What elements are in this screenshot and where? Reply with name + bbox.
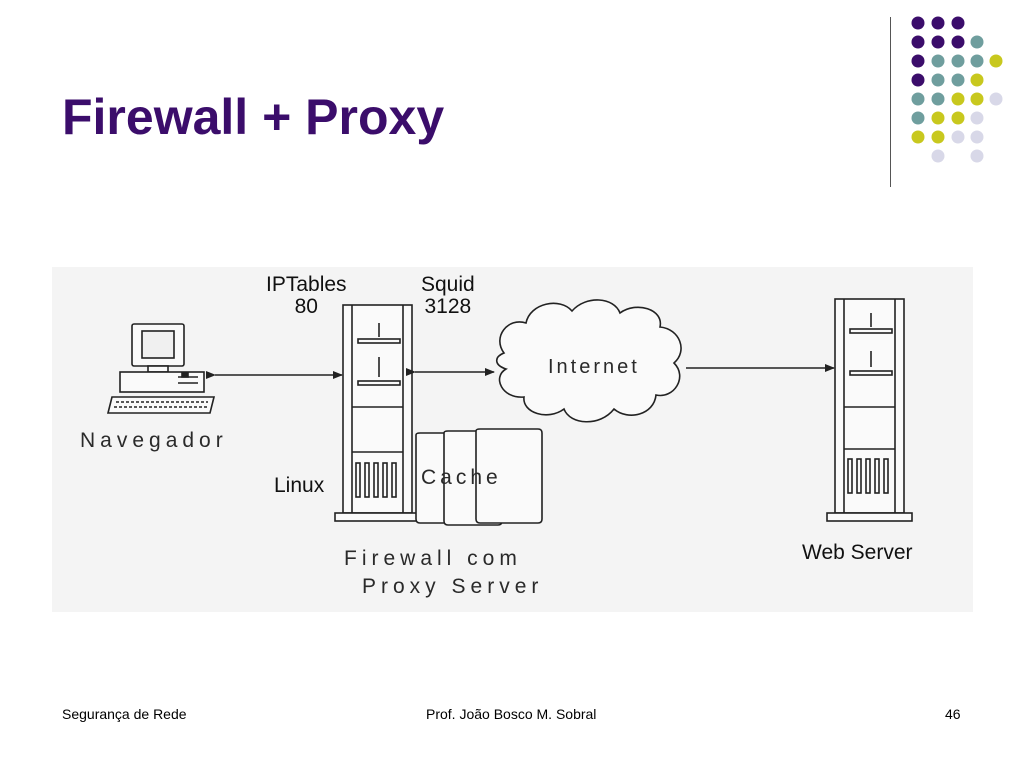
web-server-label: Web Server <box>802 541 913 564</box>
cache-label: Cache <box>421 466 502 489</box>
decorative-vertical-divider <box>890 17 891 187</box>
iptables-label: IPTables 80 <box>266 273 347 319</box>
iptables-name: IPTables <box>266 273 347 296</box>
diagram-drawing <box>106 298 913 526</box>
firewall-label-line2: Proxy Server <box>362 575 544 599</box>
firewall-server-tower-icon <box>334 304 421 522</box>
internet-label: Internet <box>548 356 640 378</box>
squid-name: Squid <box>421 273 475 296</box>
footer-left-text: Segurança de Rede <box>62 706 187 722</box>
footer-center-text: Prof. João Bosco M. Sobral <box>426 706 597 722</box>
squid-label: Squid 3128 <box>421 273 475 319</box>
network-diagram: IPTables 80 Squid 3128 Internet Navegado… <box>52 267 973 612</box>
internet-cloud-icon <box>495 299 682 423</box>
squid-port: 3128 <box>424 295 472 319</box>
client-computer-icon <box>106 323 216 414</box>
web-server-tower-icon <box>826 298 913 522</box>
firewall-label-line1: Firewall com <box>344 547 522 570</box>
slide-title: Firewall + Proxy <box>62 89 445 145</box>
iptables-port: 80 <box>294 295 318 319</box>
firewall-proxy-label: Firewall com Proxy Server <box>344 545 543 602</box>
footer-page-number: 46 <box>945 706 961 722</box>
navegador-label: Navegador <box>80 429 228 452</box>
linux-label: Linux <box>274 474 325 497</box>
cache-storage-icon <box>415 428 543 526</box>
